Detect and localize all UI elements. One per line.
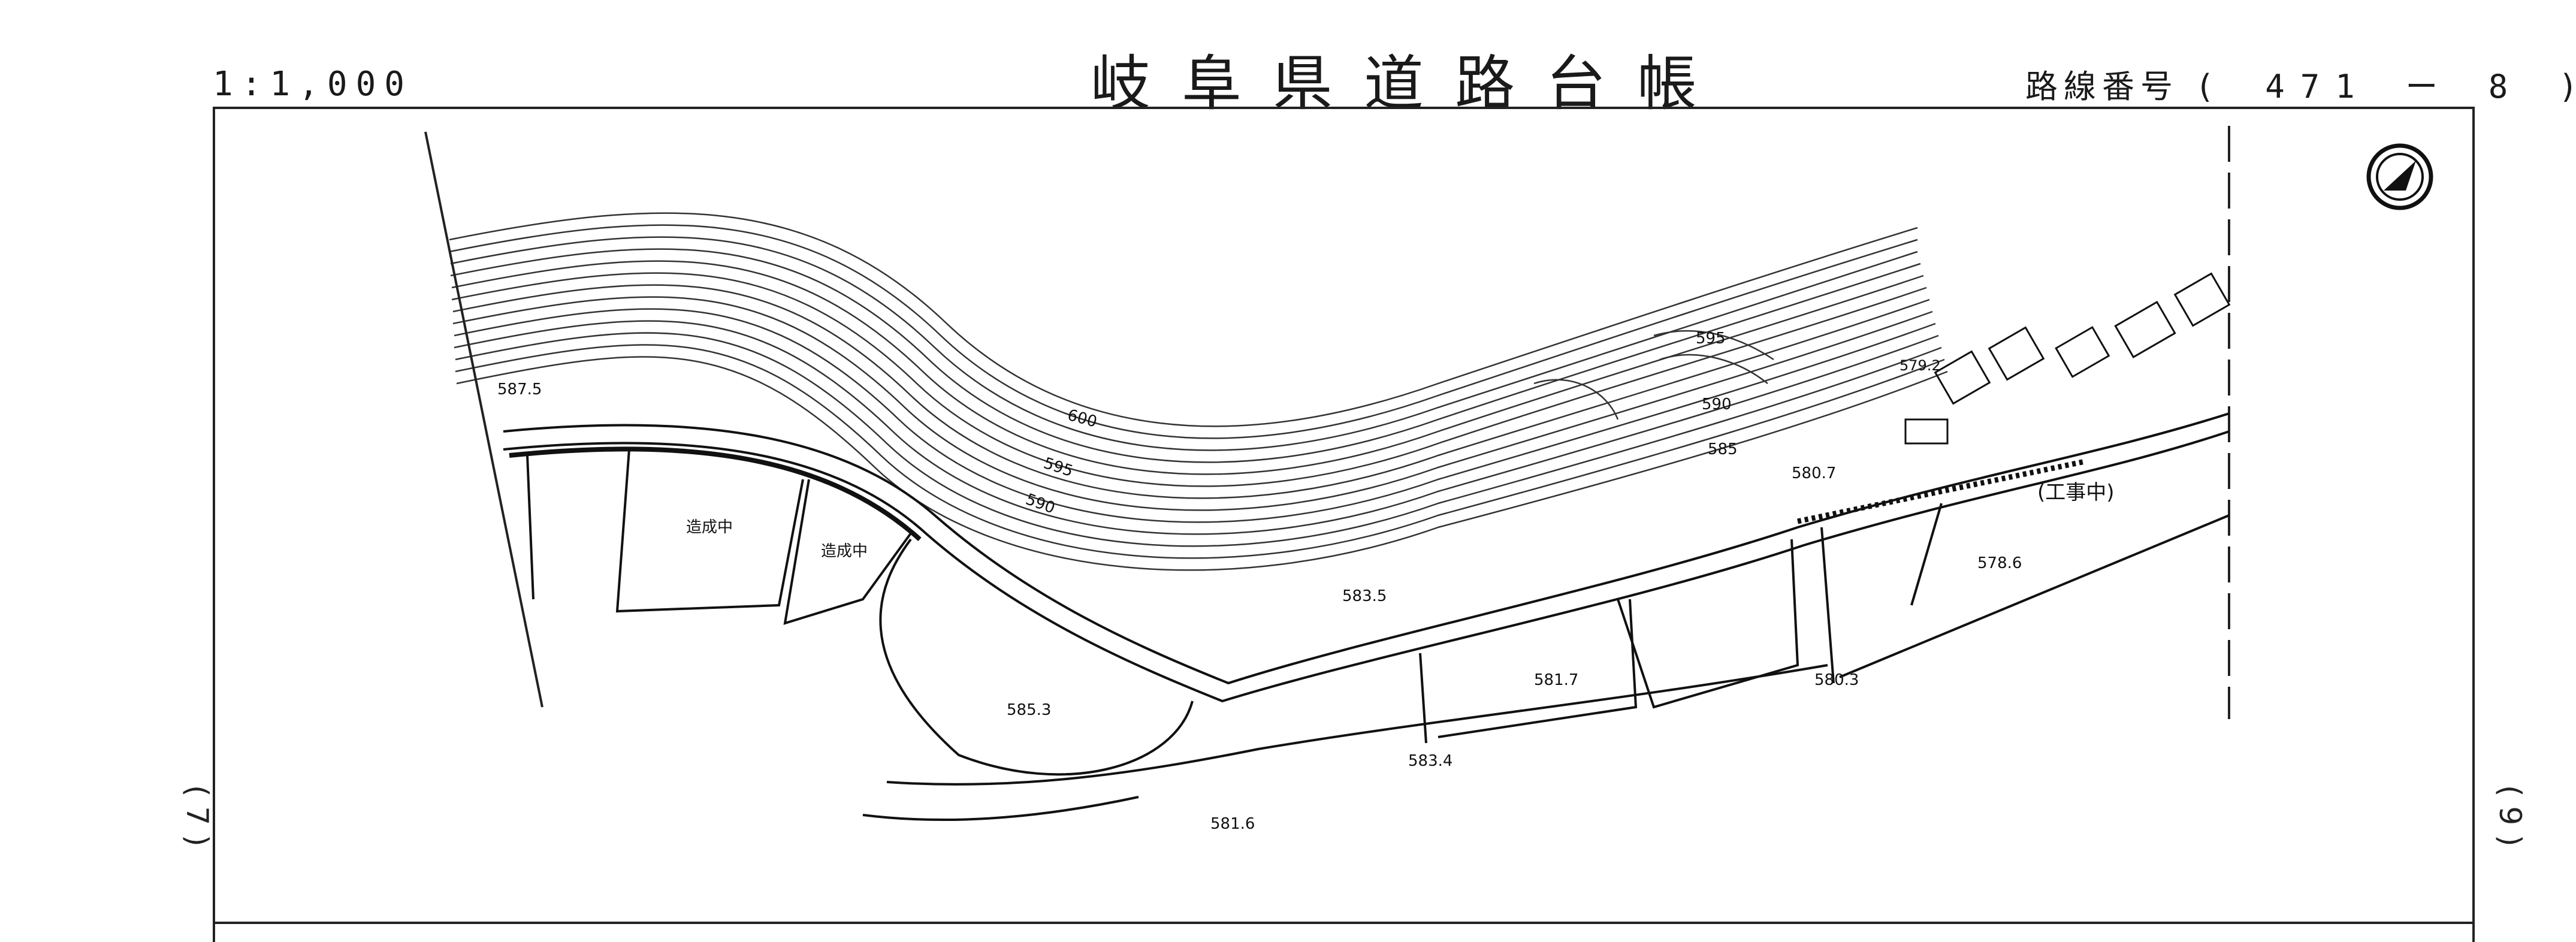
contour-label: 590 xyxy=(1702,395,1732,413)
elevation-label: 578.6 xyxy=(1977,554,2022,572)
construction-label: 造成中 xyxy=(821,542,868,560)
elevation-label: 587.5 xyxy=(497,381,542,398)
elevation-label: 579.2 xyxy=(1899,357,1941,374)
north-arrow-icon xyxy=(2366,143,2433,210)
elevation-label: 580.7 xyxy=(1792,464,1836,482)
route-number-label: 路線番号 xyxy=(2025,68,2179,105)
contour-label: 595 xyxy=(1041,454,1075,481)
buildings xyxy=(1904,272,2231,445)
contour-label: 590 xyxy=(1023,490,1058,517)
elevation-label: 581.7 xyxy=(1534,671,1578,689)
construction-label: 造成中 xyxy=(686,518,733,536)
map-frame-divider xyxy=(213,922,2475,924)
map-frame xyxy=(213,107,2475,942)
elevation-label: 580.3 xyxy=(1814,671,1859,689)
parcels xyxy=(526,449,2230,776)
elevation-label: 585.3 xyxy=(1007,701,1051,719)
elevation-label: 581.6 xyxy=(1210,815,1255,833)
contour-label: 595 xyxy=(1696,330,1726,348)
contour-lines xyxy=(449,212,1948,571)
elevation-label: 583.4 xyxy=(1408,752,1452,770)
slope-boundary xyxy=(424,126,2230,719)
map-scale: 1:1,000 xyxy=(213,65,413,104)
map-text-labels: 587.5 585.3 581.6 583.5 583.4 581.7 580.… xyxy=(497,330,2115,833)
route-number: 路線番号 ( 471 ー 8 ) xyxy=(2025,60,2576,107)
contour-label: 585 xyxy=(1708,440,1738,458)
elevation-label: 583.5 xyxy=(1342,587,1387,605)
sheet-number-left: ( 7 ) xyxy=(180,785,215,847)
sheet-number-right: ( 9 ) xyxy=(2493,785,2527,847)
road-edges xyxy=(503,412,2230,822)
route-number-value: ( 471 ー 8 ) xyxy=(2195,68,2576,105)
construction-label: (工事中) xyxy=(2037,481,2115,505)
